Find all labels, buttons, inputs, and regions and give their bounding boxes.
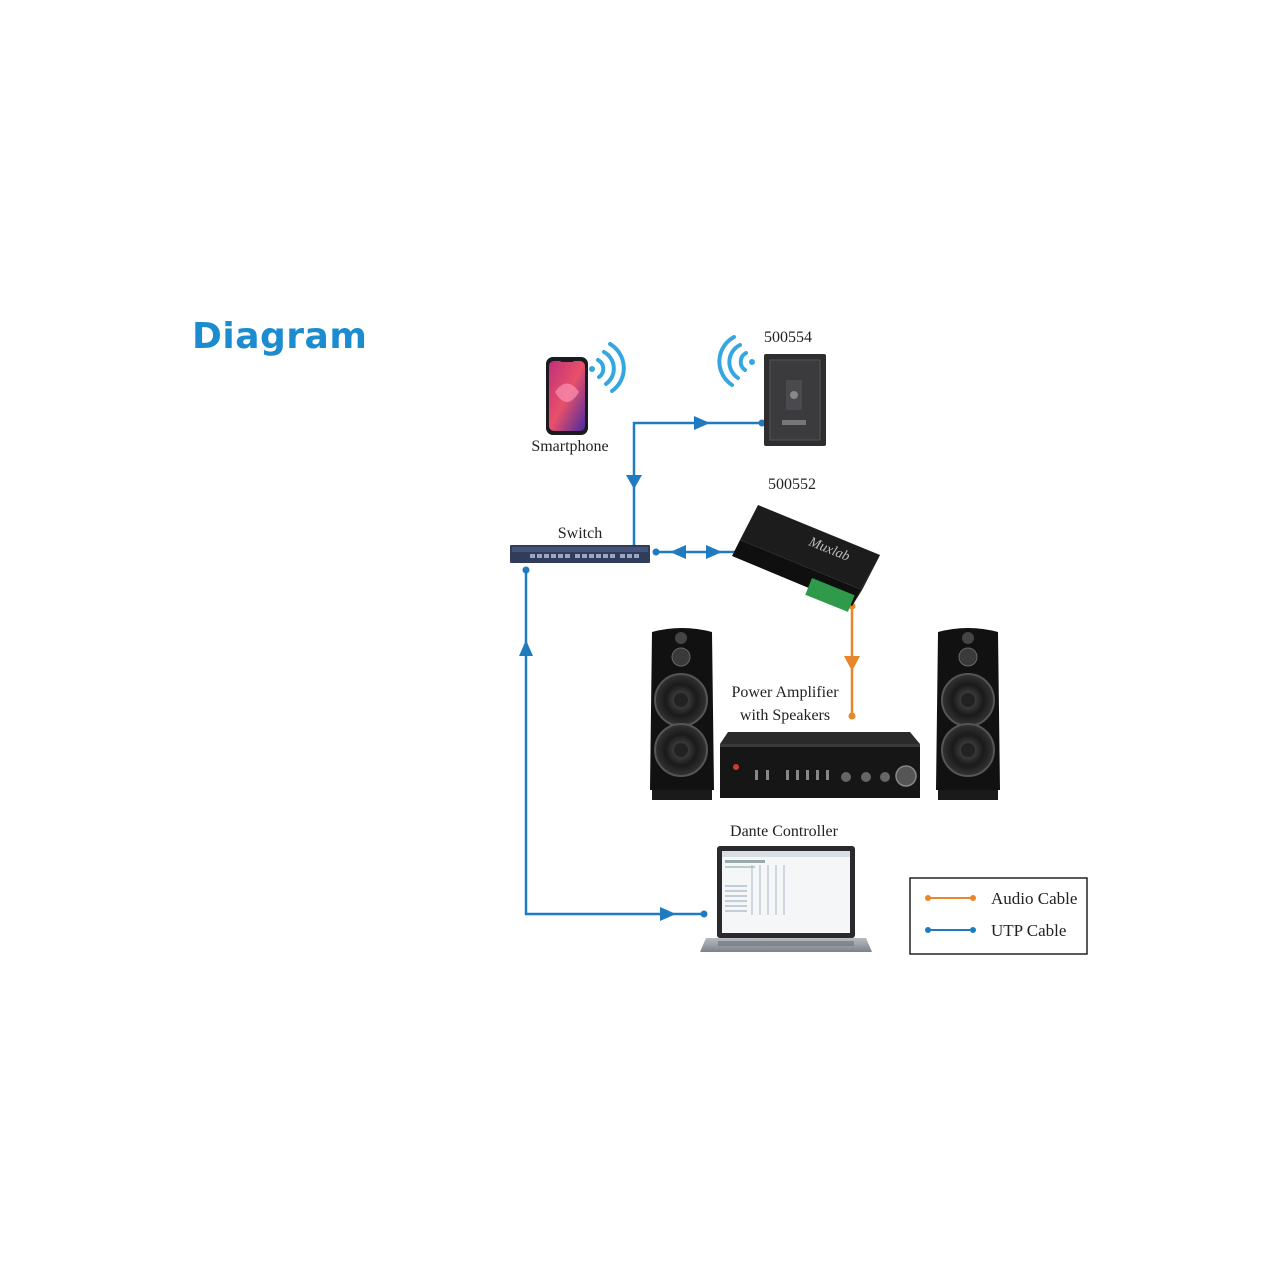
audio-cable bbox=[844, 602, 860, 720]
wifi-signal-icon bbox=[589, 342, 626, 393]
right-speaker bbox=[936, 628, 1000, 800]
utp-dot bbox=[522, 566, 530, 574]
utp-dot bbox=[758, 419, 766, 427]
wifi-signal-icon bbox=[717, 335, 755, 387]
amplifier-label-line2: with Speakers bbox=[740, 707, 830, 724]
arrow-down-switch bbox=[626, 475, 642, 489]
interface-device: Muxlab bbox=[732, 505, 880, 612]
utp-arrowheads bbox=[519, 416, 766, 921]
smartphone-label: Smartphone bbox=[531, 438, 608, 455]
page-heading: Diagram bbox=[192, 316, 368, 357]
arrow-left-switch bbox=[670, 545, 686, 559]
arrow-right-interface bbox=[706, 545, 722, 559]
legend-utp-label: UTP Cable bbox=[991, 921, 1066, 940]
utp-dot bbox=[652, 548, 660, 556]
switch-label: Switch bbox=[558, 525, 602, 542]
wall-plate-device bbox=[764, 354, 826, 446]
utp-line-switch-laptop bbox=[524, 570, 704, 916]
utp-cables bbox=[524, 421, 762, 916]
wall-plate-label: 500554 bbox=[764, 329, 812, 346]
left-speaker bbox=[650, 628, 714, 800]
utp-line-switch-wallplate bbox=[632, 421, 762, 548]
controller-label: Dante Controller bbox=[730, 823, 839, 840]
arrow-up-switch bbox=[519, 640, 533, 656]
power-amplifier-device bbox=[720, 732, 920, 798]
arrow-right-wallplate bbox=[694, 416, 710, 430]
legend-audio-label: Audio Cable bbox=[991, 889, 1077, 908]
arrow-down-amplifier bbox=[844, 656, 860, 671]
amplifier-label-line1: Power Amplifier bbox=[731, 684, 839, 701]
arrow-right-laptop bbox=[660, 907, 676, 921]
smartphone-icon bbox=[546, 357, 588, 435]
legend: Audio Cable UTP Cable bbox=[909, 877, 1088, 955]
utp-dot bbox=[700, 910, 708, 918]
laptop-device bbox=[700, 846, 872, 952]
interface-label: 500552 bbox=[768, 476, 816, 493]
network-switch-device bbox=[510, 545, 650, 563]
